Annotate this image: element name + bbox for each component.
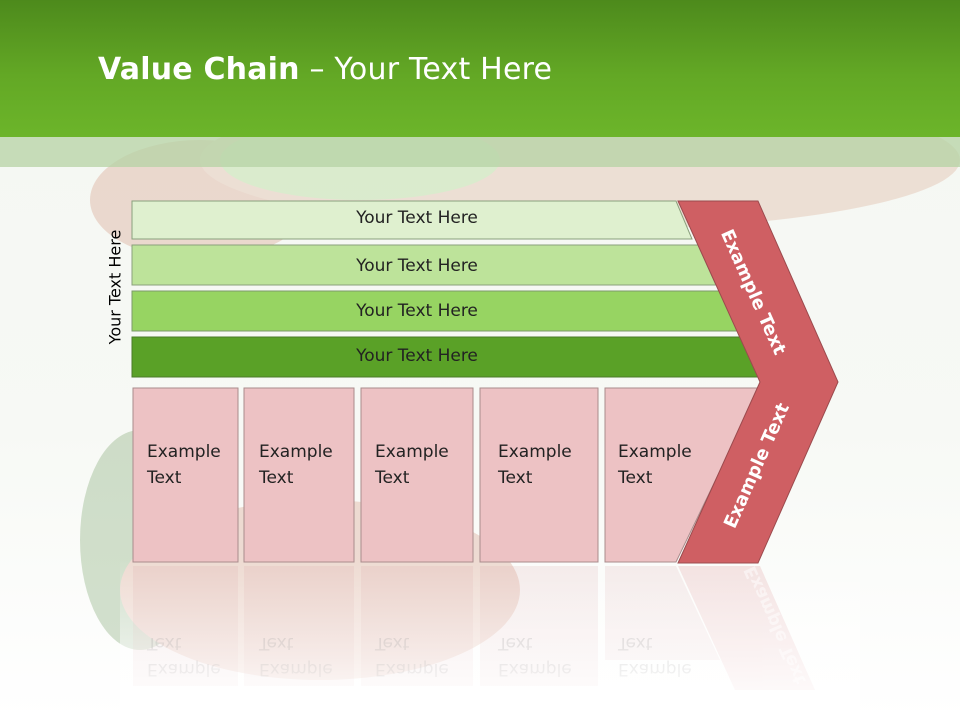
card-2-line1: Example bbox=[259, 442, 333, 462]
card-2 bbox=[243, 387, 355, 563]
reflection-fade bbox=[120, 560, 860, 720]
page-title: Value Chain – Your Text Here bbox=[98, 52, 552, 87]
header-band bbox=[0, 0, 960, 137]
card-5-line2: Text bbox=[618, 468, 653, 488]
bar-1 bbox=[131, 200, 693, 240]
card-5-line1: Example bbox=[618, 442, 692, 462]
card-4 bbox=[479, 387, 599, 563]
card-2-line2: Text bbox=[259, 468, 294, 488]
title-rest: – Your Text Here bbox=[299, 52, 553, 87]
card-4-line1: Example bbox=[498, 442, 572, 462]
card-3-line2: Text bbox=[375, 468, 410, 488]
bar-label-4: Your Text Here bbox=[356, 346, 478, 366]
bar-label-3: Your Text Here bbox=[356, 301, 478, 321]
card-4-line2: Text bbox=[498, 468, 533, 488]
card-1-line2: Text bbox=[147, 468, 182, 488]
bar-label-2: Your Text Here bbox=[356, 256, 478, 276]
title-bold: Value Chain bbox=[98, 52, 300, 87]
header-strip bbox=[0, 137, 960, 167]
card-1-line1: Example bbox=[147, 442, 221, 462]
bar-label-1: Your Text Here bbox=[356, 208, 478, 228]
card-3-line1: Example bbox=[375, 442, 449, 462]
card-1 bbox=[132, 387, 239, 563]
